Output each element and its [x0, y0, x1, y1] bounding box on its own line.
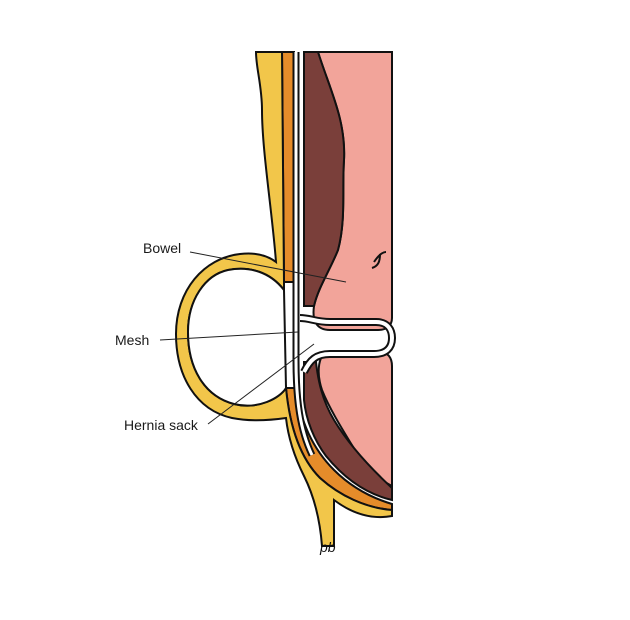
mesh-layer — [292, 52, 397, 457]
mesh-line-core — [294, 52, 314, 456]
hernia-sack-label: Hernia sack — [124, 417, 199, 433]
artist-signature: pb — [319, 539, 336, 555]
bowel-mark — [371, 251, 387, 269]
bowel-label: Bowel — [143, 240, 181, 256]
hernia-sack-core — [299, 316, 395, 373]
muscle-upper — [303, 51, 346, 307]
mesh-leader — [159, 331, 299, 341]
skin-fat-layer — [174, 51, 393, 547]
bowel-region — [312, 51, 393, 488]
bowel-leader — [189, 251, 347, 283]
annotations: Bowel Mesh Hernia sack pb — [115, 240, 347, 555]
hernia-bulge-interior — [186, 267, 288, 407]
mesh-label: Mesh — [115, 332, 149, 348]
muscle-lower — [303, 361, 393, 502]
muscle-layer — [303, 51, 393, 502]
hernia-sack-leader — [207, 343, 315, 425]
